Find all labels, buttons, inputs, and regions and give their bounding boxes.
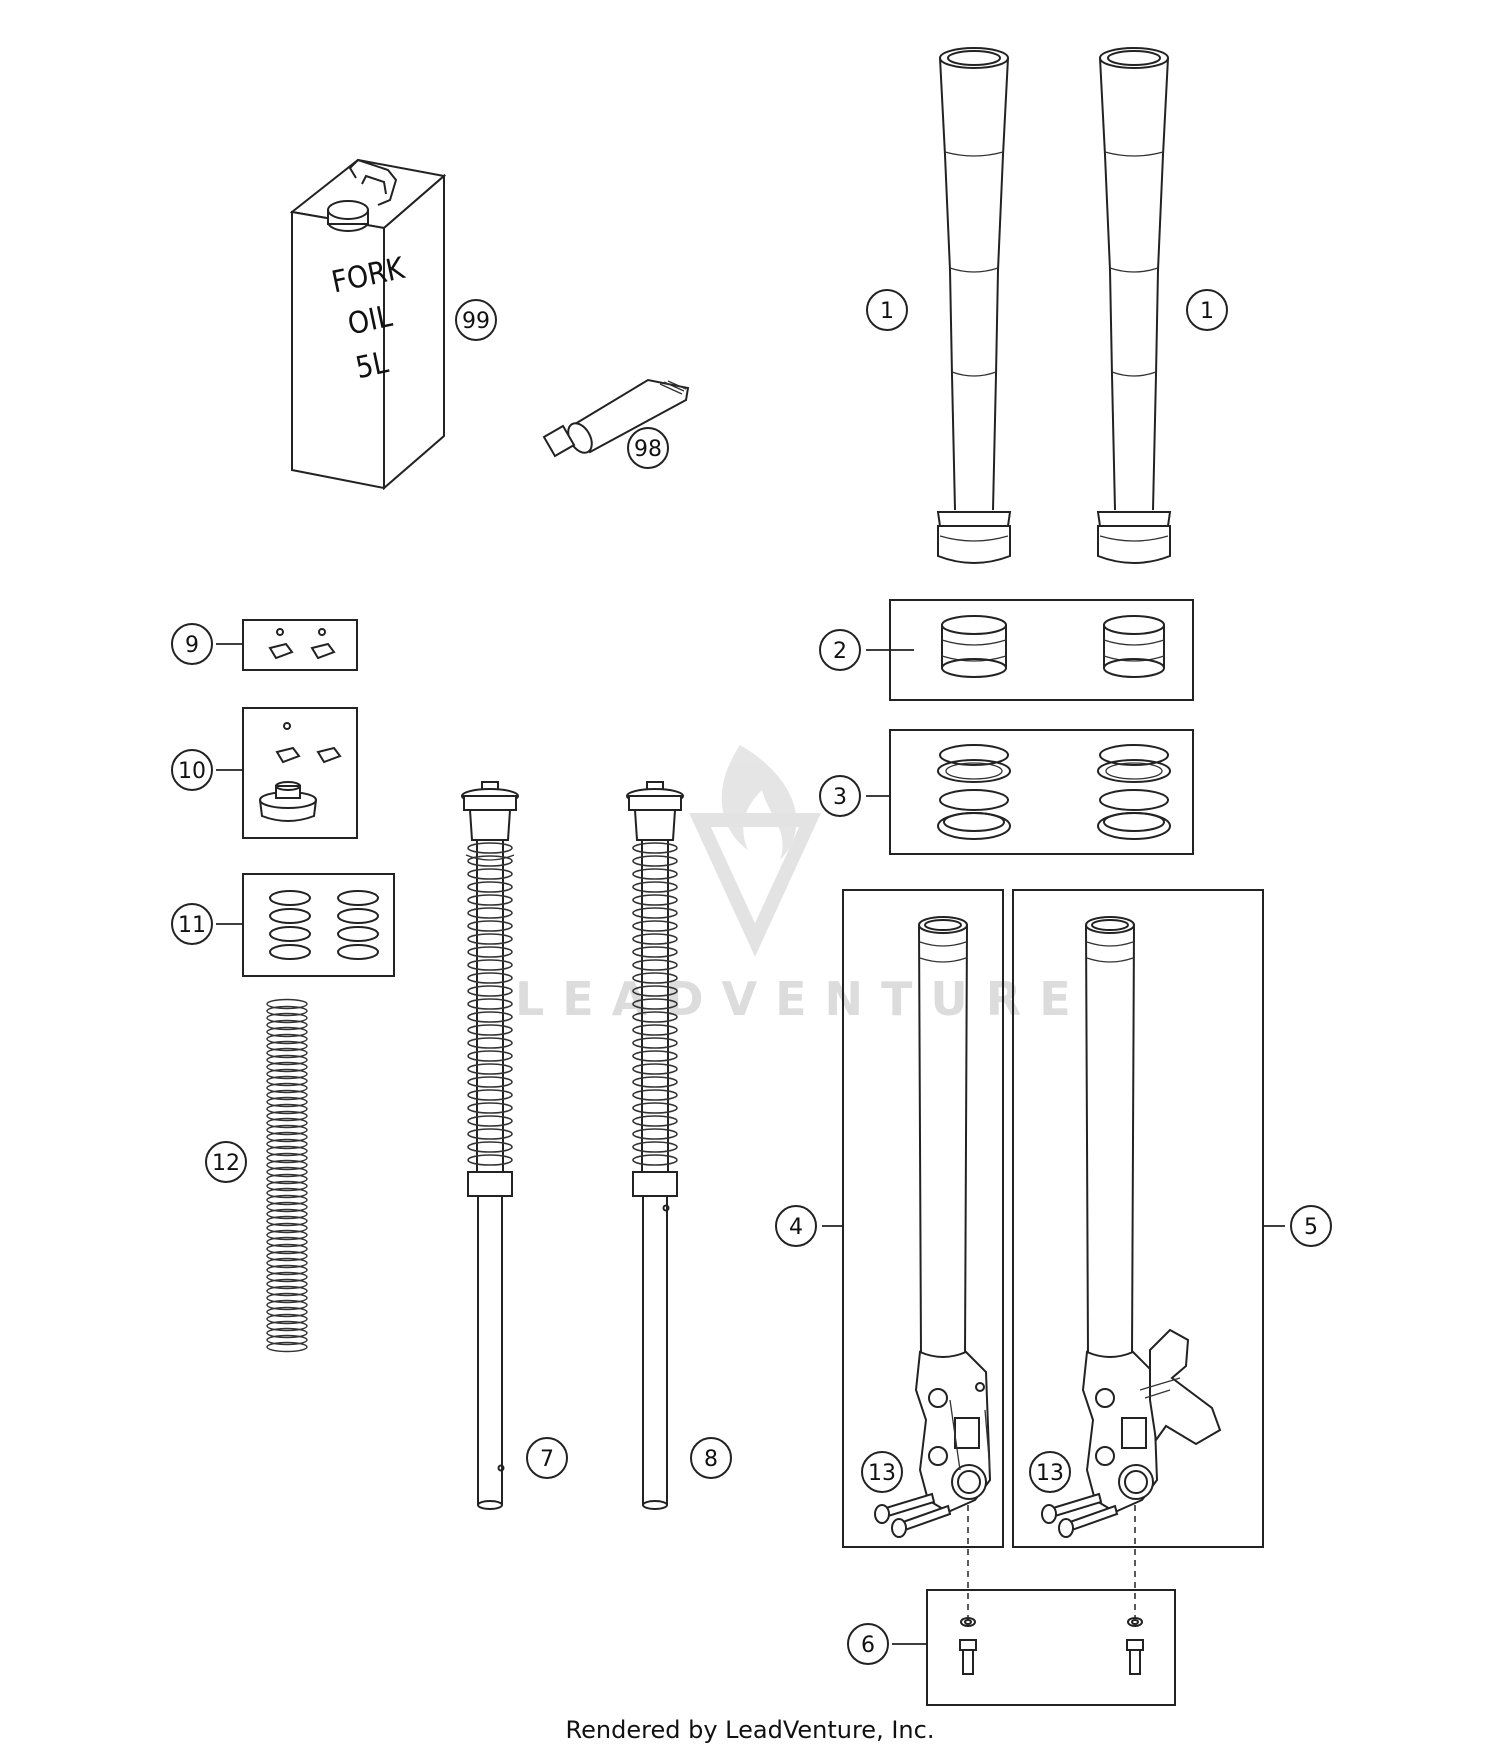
part-3-seal-set [937,744,1171,840]
callout-c8: 8 [690,1437,732,1479]
callout-c12: 12 [205,1141,247,1183]
callout-label: 11 [178,913,206,938]
part-12-fork-spring [266,998,308,1353]
callout-c4: 4 [775,1205,817,1247]
callout-c13b: 13 [1029,1451,1071,1493]
callout-c9: 9 [171,623,213,665]
callout-label: 98 [634,437,662,462]
callout-label: 99 [462,309,490,334]
part-5-axle-bolts [1041,1492,1119,1538]
part-9-box [242,619,358,671]
callout-c1b: 1 [1186,289,1228,331]
callout-label: 9 [185,633,199,658]
callout-label: 1 [1200,299,1214,324]
callout-label: 12 [212,1151,240,1176]
part-1-outer-tube-left [936,47,1012,564]
part-1-outer-tube-right [1096,47,1172,564]
part-4-box [842,889,1004,1548]
watermark-text: LEADVENTURE [515,972,1089,1026]
callouts [216,643,1285,1645]
cartridge-springs [467,842,678,1166]
part-10-box [242,707,358,839]
part-4-axle-bolts [874,1492,952,1538]
part-9-adjuster-caps [268,628,336,660]
callout-label: 13 [868,1461,896,1486]
callout-label: 7 [540,1447,554,1472]
part-5-inner-tube-right [1081,916,1222,1514]
callout-c98: 98 [627,427,669,469]
part-7-cartridge [461,781,519,1510]
part-98-grease-tube [542,378,690,458]
callout-c7: 7 [526,1437,568,1479]
callout-c3: 3 [819,775,861,817]
callout-label: 13 [1036,1461,1064,1486]
leadventure-watermark: LEADVENTURE [515,745,1089,1026]
part-2-box [889,599,1194,701]
part-11-o-ring-set [269,890,379,960]
callout-c2: 2 [819,629,861,671]
callout-label: 2 [833,639,847,664]
part-11-box [242,873,395,977]
part-6-box [926,1589,1176,1706]
callout-c5: 5 [1290,1205,1332,1247]
part-4-inner-tube-left [914,916,992,1514]
footer-credit: Rendered by LeadVenture, Inc. [566,1716,935,1744]
part-5-box [1012,889,1264,1548]
callout-c99: 99 [455,299,497,341]
callout-c6: 6 [847,1623,889,1665]
part-2-bushings [941,615,1165,678]
callout-label: 10 [178,759,206,784]
part-3-box [889,729,1194,855]
part-99-fork-oil-can: FORK OIL 5L [289,158,447,491]
callout-label: 6 [861,1633,875,1658]
callout-c1a: 1 [866,289,908,331]
callout-label: 1 [880,299,894,324]
part-8-cartridge [626,781,684,1510]
part-10-fork-cap-kit [259,722,342,822]
can-label-line-3: 5L [353,345,392,386]
callout-label: 4 [789,1215,803,1240]
callout-c10: 10 [171,749,213,791]
callout-c11: 11 [171,903,213,945]
callout-label: 5 [1304,1215,1318,1240]
callout-label: 3 [833,785,847,810]
callout-c13a: 13 [861,1451,903,1493]
callout-label: 8 [704,1447,718,1472]
part-6-bleeder-screws [959,1617,1144,1675]
